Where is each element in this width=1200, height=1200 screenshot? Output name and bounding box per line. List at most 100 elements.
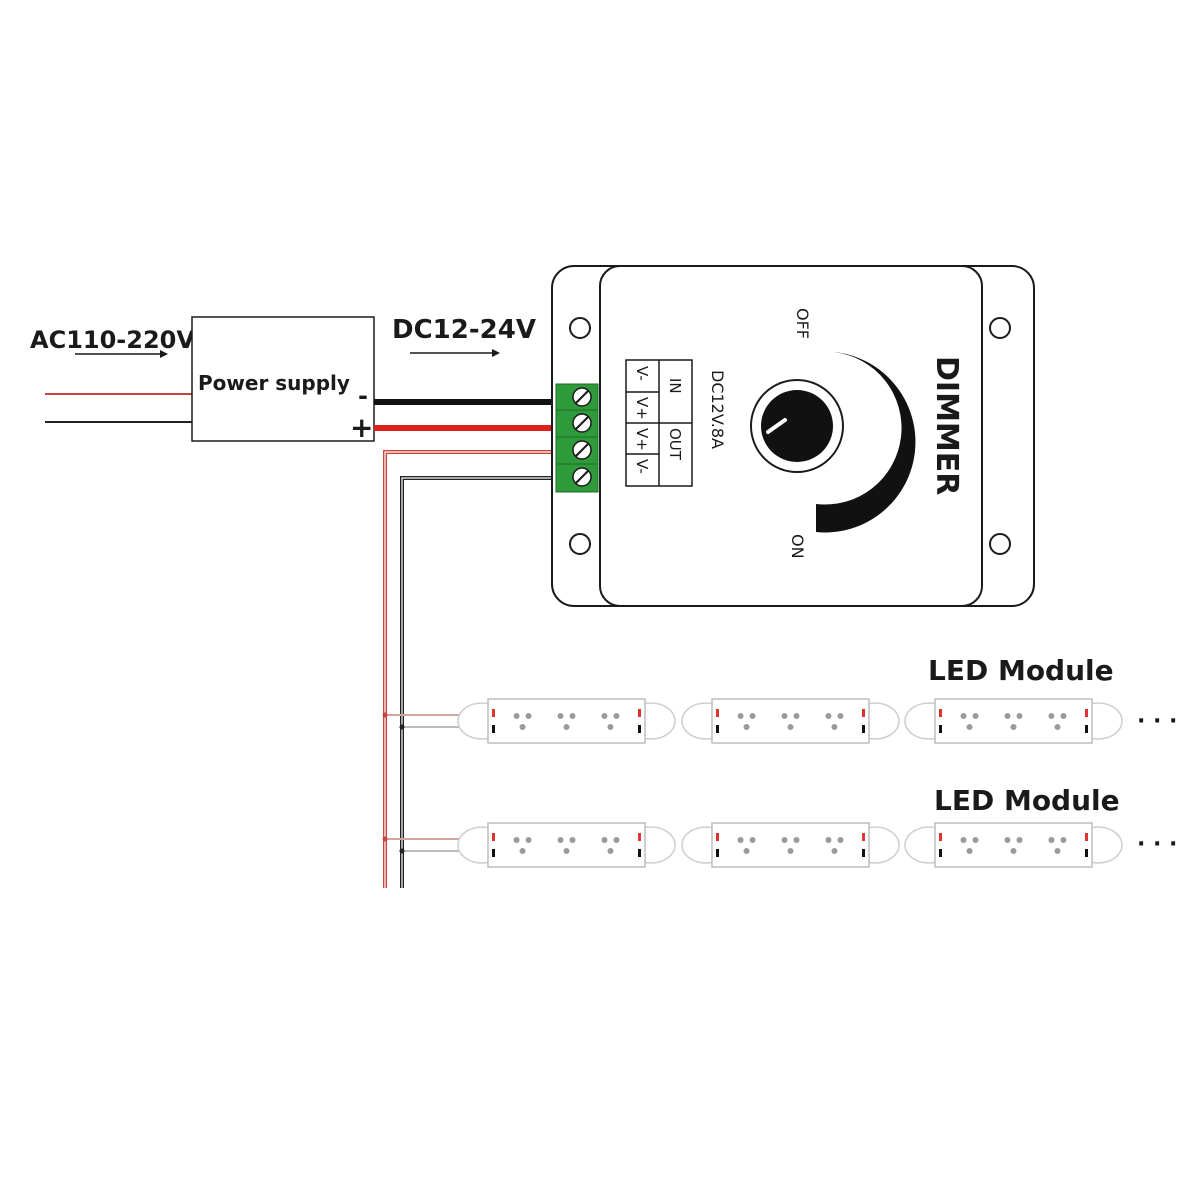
- led-icon: [972, 713, 979, 719]
- led-icon: [972, 837, 979, 843]
- led-icon: [960, 713, 967, 719]
- led-icon: [1016, 713, 1023, 719]
- output-wire-black: [400, 476, 568, 888]
- polarity-mark: [1085, 709, 1088, 717]
- led-module-label-2: LED Module: [934, 784, 1120, 817]
- led-module-row-1: [382, 698, 1123, 744]
- polarity-mark: [716, 833, 719, 841]
- led-icon: [787, 848, 794, 854]
- led-icon: [737, 837, 744, 843]
- led-icon: [563, 724, 570, 730]
- mount-hole-bottom-left: [569, 533, 591, 555]
- terminal-block: [555, 383, 599, 493]
- led-icon: [1010, 724, 1017, 730]
- polarity-mark: [1085, 849, 1088, 857]
- led-icon: [825, 837, 832, 843]
- led-module-label-1: LED Module: [928, 654, 1114, 687]
- knob-dial[interactable]: [761, 390, 833, 462]
- junction-dot: [399, 848, 405, 854]
- led-icon: [1048, 713, 1055, 719]
- polarity-mark: [862, 849, 865, 857]
- led-icon: [601, 713, 608, 719]
- module-body: [934, 822, 1093, 868]
- polarity-mark: [862, 709, 865, 717]
- dimmer-label: DIMMER: [929, 356, 964, 495]
- dimmer-knob[interactable]: [750, 379, 844, 473]
- led-icon: [743, 848, 750, 854]
- led-icon: [749, 713, 756, 719]
- led-icon: [513, 713, 520, 719]
- led-icon: [613, 713, 620, 719]
- pin-v-minus-in: V-: [633, 366, 651, 381]
- polarity-mark: [716, 709, 719, 717]
- led-icon: [831, 848, 838, 854]
- rating-label: DC12V.8A: [708, 370, 727, 449]
- continuation-dots-1: · · ·: [1137, 709, 1177, 734]
- output-wire-red: [383, 450, 568, 888]
- led-icon: [1054, 848, 1061, 854]
- screw-icon: [572, 467, 592, 487]
- mount-hole-top-right: [989, 317, 1011, 339]
- knob-indicator-icon: [766, 418, 787, 434]
- screw-icon: [572, 440, 592, 460]
- dc-arrow-icon: [410, 349, 500, 357]
- power-supply: Power supply - +: [191, 316, 375, 444]
- led-icon: [513, 837, 520, 843]
- polarity-mark: [1085, 725, 1088, 733]
- junction-dot: [399, 724, 405, 730]
- polarity-mark: [939, 849, 942, 857]
- mount-hole-top-left: [569, 317, 591, 339]
- led-icon: [743, 724, 750, 730]
- junction-dot: [382, 836, 388, 842]
- led-icon: [557, 837, 564, 843]
- led-icon: [525, 837, 532, 843]
- led-module: [934, 822, 1093, 868]
- led-icon: [837, 837, 844, 843]
- led-icon: [737, 713, 744, 719]
- continuation-dots-2: · · ·: [1137, 832, 1177, 857]
- led-icon: [781, 837, 788, 843]
- polarity-mark: [492, 849, 495, 857]
- led-icon: [1054, 724, 1061, 730]
- ps-minus-label: -: [358, 382, 368, 410]
- led-icon: [966, 848, 973, 854]
- led-icon: [613, 837, 620, 843]
- led-icon: [607, 724, 614, 730]
- led-icon: [569, 713, 576, 719]
- led-module: [487, 698, 646, 744]
- led-icon: [557, 713, 564, 719]
- module-body: [487, 698, 646, 744]
- polarity-mark: [638, 833, 641, 841]
- ac-input-label: AC110-220V: [30, 326, 195, 354]
- led-module: [934, 698, 1093, 744]
- led-icon: [1060, 713, 1067, 719]
- led-icon: [519, 848, 526, 854]
- led-icon: [825, 713, 832, 719]
- led-icon: [1004, 837, 1011, 843]
- polarity-mark: [862, 833, 865, 841]
- module-body: [487, 822, 646, 868]
- polarity-mark: [638, 725, 641, 733]
- power-supply-label: Power supply: [198, 371, 350, 395]
- led-icon: [525, 713, 532, 719]
- polarity-mark: [492, 833, 495, 841]
- pin-v-plus-in: V+: [633, 397, 651, 420]
- led-icon: [837, 713, 844, 719]
- polarity-mark: [638, 709, 641, 717]
- led-icon: [607, 848, 614, 854]
- module-body: [934, 698, 1093, 744]
- polarity-mark: [862, 725, 865, 733]
- screw-icon: [572, 387, 592, 407]
- junction-dot: [382, 712, 388, 718]
- ac-arrow-icon: [75, 350, 168, 358]
- led-module-row-2: [382, 822, 1123, 868]
- polarity-mark: [1085, 833, 1088, 841]
- led-icon: [787, 724, 794, 730]
- pin-label-table: V- V+ V+ V- IN OUT: [625, 359, 693, 487]
- led-icon: [966, 724, 973, 730]
- out-label: OUT: [666, 428, 684, 461]
- off-label: OFF: [793, 308, 812, 339]
- polarity-mark: [939, 833, 942, 841]
